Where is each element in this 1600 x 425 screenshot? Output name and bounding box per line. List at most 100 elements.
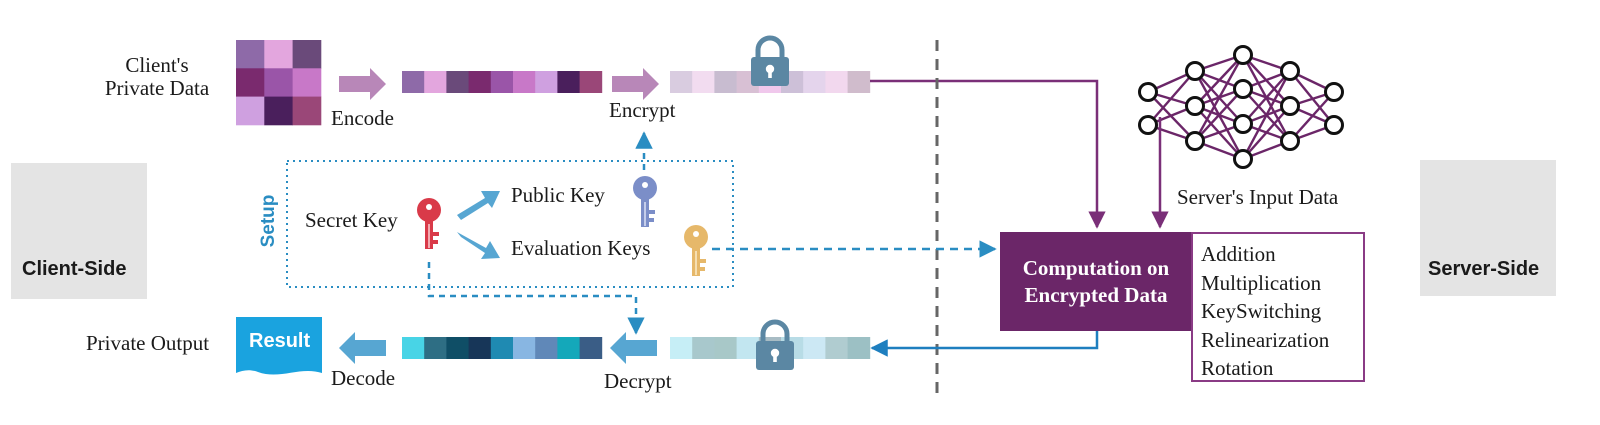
- encrypted-vector: [670, 71, 871, 93]
- client-private-data-label-line1: Client's: [125, 53, 189, 77]
- secret-key-label: Secret Key: [305, 208, 398, 232]
- private-data-cell: [292, 68, 322, 97]
- vector-cell: [670, 337, 693, 359]
- nn-node: [1185, 61, 1205, 81]
- computation-label-line1: Computation on: [1022, 256, 1170, 281]
- secret-key-icon: [417, 198, 441, 249]
- setup-box: [286, 160, 734, 288]
- server-side-panel: [1420, 160, 1556, 296]
- vector-cell: [446, 337, 469, 359]
- vector-cell: [513, 71, 536, 93]
- nn-node: [1280, 96, 1300, 116]
- client-private-data-label-line2: Private Data: [104, 76, 210, 101]
- public-key-icon: [633, 176, 657, 227]
- vector-cell: [579, 337, 603, 359]
- result-label: Result: [249, 330, 311, 352]
- private-data-cell: [236, 40, 265, 69]
- vector-cell: [847, 337, 871, 359]
- private-data-cell: [236, 68, 265, 97]
- private-data-cell: [236, 96, 265, 126]
- nn-connection: [1194, 54, 1244, 107]
- private-data-cell: [264, 40, 293, 69]
- lock-icon: [756, 319, 794, 370]
- vector-cell: [490, 337, 514, 359]
- nn-node: [1233, 79, 1253, 99]
- vector-cell: [424, 337, 447, 359]
- vector-cell: [736, 337, 760, 359]
- encrypt-arrow: [612, 68, 659, 100]
- nn-connection: [1242, 105, 1291, 160]
- server-side-label: Server-Side: [1428, 258, 1540, 280]
- encrypted-output-vector: [670, 337, 871, 359]
- nn-node: [1233, 114, 1253, 134]
- vector-cell: [535, 337, 558, 359]
- vector-cell: [490, 71, 514, 93]
- private-data-cell: [264, 68, 293, 97]
- nn-connection: [1289, 91, 1335, 142]
- nn-node: [1324, 115, 1344, 135]
- vector-cell: [579, 71, 603, 93]
- evaluation-keys-arrow: [457, 232, 500, 259]
- client-side-panel: [11, 163, 147, 299]
- decoded-output-vector: [402, 337, 603, 359]
- client-private-data-label: Client's Private Data: [92, 53, 222, 101]
- encoded-vector: [402, 71, 603, 93]
- nn-connection: [1194, 88, 1244, 142]
- vector-cell: [825, 71, 848, 93]
- nn-node: [1280, 61, 1300, 81]
- vector-cell: [468, 71, 492, 93]
- operation-item: Relinearization: [1201, 327, 1330, 352]
- nn-connection: [1193, 54, 1245, 142]
- computation-box: Computation on Encrypted Data: [1000, 232, 1192, 331]
- nn-node: [1138, 115, 1158, 135]
- operation-item: Addition: [1201, 242, 1276, 266]
- vector-cell: [692, 337, 715, 359]
- vector-cell: [847, 71, 871, 93]
- vector-cell: [557, 337, 580, 359]
- evaluation-key-icon: [684, 225, 708, 276]
- server-input-data-label: Server's Input Data: [1177, 185, 1339, 209]
- decode-arrow: [339, 332, 386, 364]
- operation-item: Multiplication: [1201, 270, 1322, 295]
- vector-cell: [446, 71, 469, 93]
- vector-cell: [424, 71, 447, 93]
- operation-item: Rotation: [1201, 356, 1274, 380]
- private-data-cell: [292, 40, 322, 69]
- vector-cell: [402, 337, 425, 359]
- private-data-cell: [292, 96, 322, 126]
- result-document-icon: [236, 317, 322, 375]
- private-output-label: Private Output: [86, 331, 210, 355]
- evaluation-keys-label: Evaluation Keys: [511, 236, 651, 260]
- vector-cell: [825, 337, 848, 359]
- nn-node: [1233, 149, 1253, 169]
- secret-key-to-decrypt-line: [427, 262, 645, 335]
- encode-arrow: [339, 68, 386, 100]
- vector-cell: [557, 71, 580, 93]
- vector-cell: [714, 71, 737, 93]
- operations-list: Addition Multiplication KeySwitching Rel…: [1191, 232, 1365, 382]
- nn-node: [1280, 131, 1300, 151]
- setup-label: Setup: [258, 194, 279, 248]
- lock-icon: [751, 35, 789, 86]
- nn-node: [1324, 82, 1344, 102]
- encode-label: Encode: [331, 106, 394, 130]
- neural-network-icon: [1138, 45, 1344, 169]
- private-data-cell: [264, 96, 293, 126]
- client-private-data-grid: [236, 40, 322, 126]
- computation-label-line2: Encrypted Data: [1024, 282, 1168, 307]
- public-key-label: Public Key: [511, 183, 605, 207]
- vector-cell: [803, 71, 826, 93]
- client-side-label: Client-Side: [22, 258, 127, 280]
- vector-cell: [670, 71, 693, 93]
- vector-cell: [513, 337, 536, 359]
- encrypted-flow-line: [870, 79, 1106, 229]
- encrypt-label: Encrypt: [609, 98, 676, 122]
- vector-cell: [468, 337, 492, 359]
- nn-connection: [1241, 70, 1292, 160]
- nn-connection: [1242, 70, 1291, 125]
- nn-connection: [1147, 70, 1196, 126]
- operation-item: KeySwitching: [1201, 299, 1322, 323]
- decrypt-label: Decrypt: [604, 369, 672, 393]
- public-key-arrow: [457, 191, 500, 220]
